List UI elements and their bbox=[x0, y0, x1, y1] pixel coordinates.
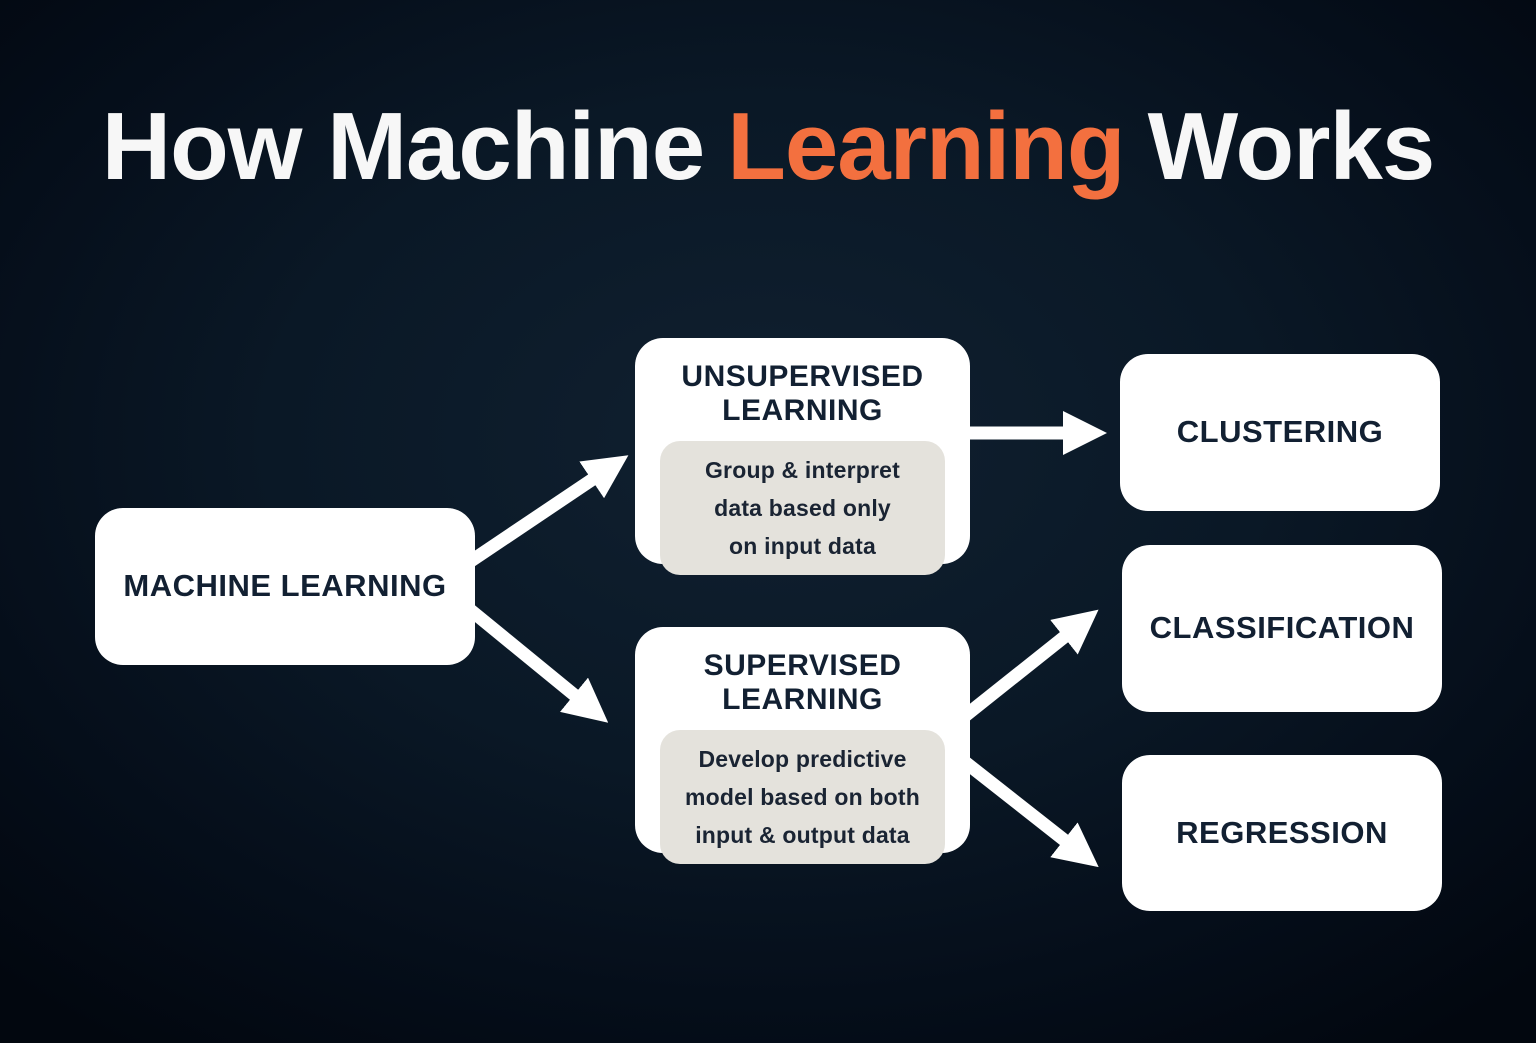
node-unsupervised-title-line2: LEARNING bbox=[722, 393, 883, 427]
node-supervised-title-line2: LEARNING bbox=[722, 682, 883, 716]
node-unsupervised-title: UNSUPERVISED LEARNING bbox=[681, 360, 923, 427]
node-machine-learning: MACHINE LEARNING bbox=[95, 508, 475, 665]
arrow-supervised-to-regression bbox=[960, 756, 1099, 868]
node-clustering-label: CLUSTERING bbox=[1176, 414, 1384, 450]
supervised-desc-line3: input & output data bbox=[695, 822, 910, 849]
node-classification-label: CLASSIFICATION bbox=[1149, 610, 1415, 646]
node-supervised-description: Develop predictive model based on both i… bbox=[660, 730, 945, 865]
arrow-supervised-to-classification bbox=[960, 609, 1099, 722]
node-regression: REGRESSION bbox=[1122, 755, 1442, 911]
unsupervised-desc-line3: on input data bbox=[729, 533, 876, 560]
supervised-desc-line2: model based on both bbox=[684, 784, 921, 811]
node-unsupervised-learning: UNSUPERVISED LEARNING Group & interpret … bbox=[635, 338, 970, 576]
supervised-desc-line1: Develop predictive bbox=[698, 746, 907, 773]
title-part-1: How Machine bbox=[101, 93, 705, 200]
node-clustering: CLUSTERING bbox=[1120, 354, 1440, 511]
node-classification: CLASSIFICATION bbox=[1122, 545, 1442, 712]
node-supervised-title: SUPERVISED LEARNING bbox=[704, 649, 902, 716]
arrow-ml-to-unsupervised bbox=[464, 455, 629, 569]
node-unsupervised-description: Group & interpret data based only on inp… bbox=[660, 441, 945, 576]
node-machine-learning-label: MACHINE LEARNING bbox=[123, 568, 447, 604]
node-supervised-learning: SUPERVISED LEARNING Develop predictive m… bbox=[635, 627, 970, 865]
title-highlight: Learning bbox=[727, 93, 1125, 200]
title-part-2: Works bbox=[1147, 93, 1436, 200]
unsupervised-desc-line2: data based only bbox=[714, 495, 891, 522]
node-unsupervised-title-line1: UNSUPERVISED bbox=[681, 360, 924, 393]
unsupervised-desc-line1: Group & interpret bbox=[704, 457, 901, 484]
node-regression-label: REGRESSION bbox=[1176, 814, 1388, 850]
node-supervised-title-line1: SUPERVISED bbox=[703, 649, 902, 682]
arrow-ml-to-supervised bbox=[463, 602, 609, 723]
